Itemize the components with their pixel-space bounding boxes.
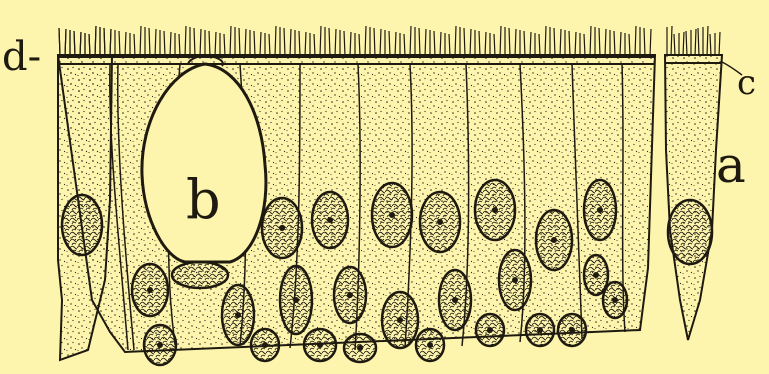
nucleolus [347, 292, 353, 298]
nucleolus [487, 327, 493, 333]
nucleolus [427, 342, 433, 348]
nucleolus [357, 345, 363, 351]
nucleolus [612, 297, 618, 303]
nucleolus [235, 312, 241, 318]
main-cell-layer [58, 26, 655, 365]
goblet-cell-nucleus [172, 262, 228, 288]
nucleolus [597, 207, 603, 213]
label-c: c [737, 63, 756, 103]
nucleolus [397, 317, 403, 323]
nucleolus [262, 342, 268, 348]
nucleolus [389, 212, 395, 218]
nucleolus [512, 277, 518, 283]
nucleolus [327, 217, 333, 223]
cilia-row [59, 26, 651, 56]
nucleolus [317, 342, 323, 348]
nucleolus [452, 297, 458, 303]
nucleolus [157, 342, 163, 348]
label-a: a [716, 136, 746, 194]
nucleolus [593, 272, 599, 278]
label-b: b [186, 168, 221, 231]
nucleolus [293, 297, 299, 303]
label-d: d- [2, 34, 41, 80]
nucleolus [147, 287, 153, 293]
nucleolus [551, 237, 557, 243]
nucleolus [492, 207, 498, 213]
nucleolus [569, 327, 575, 333]
nucleolus [537, 327, 543, 333]
nucleolus [437, 219, 443, 225]
nucleolus [279, 225, 285, 231]
